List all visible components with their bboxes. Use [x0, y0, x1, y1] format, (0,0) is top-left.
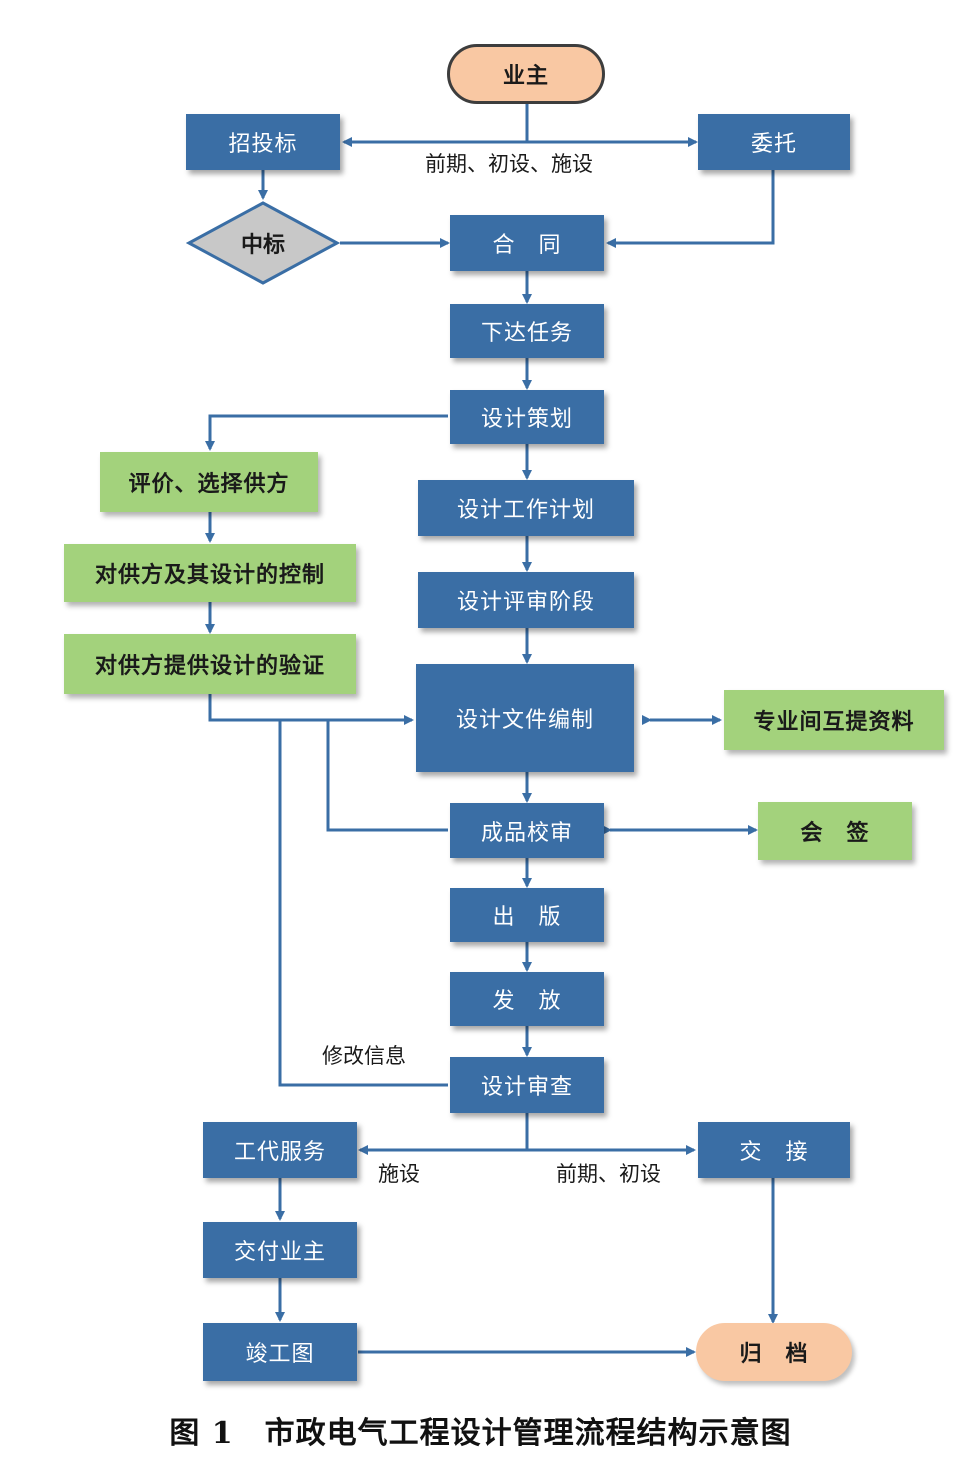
node-as-built-label: 竣工图 — [245, 1342, 315, 1367]
node-supplier-verify: 对供方提供设计的验证 — [64, 634, 356, 694]
node-contract: 合 同 — [450, 215, 604, 271]
node-handover-label: 交 接 — [739, 1140, 809, 1165]
edge-entrust-contract — [606, 170, 775, 248]
node-design-planning-label: 设计策划 — [480, 407, 573, 432]
node-countersign-label: 会 签 — [800, 821, 870, 846]
edge-planning-supplier — [205, 414, 448, 451]
node-site-service: 工代服务 — [203, 1122, 357, 1178]
node-supplier-control: 对供方及其设计的控制 — [64, 544, 356, 602]
node-supplier-verify-label: 对供方提供设计的验证 — [94, 654, 325, 679]
node-product-check-label: 成品校审 — [480, 820, 573, 846]
edge-modify-loop — [278, 720, 448, 1087]
node-publish: 出 版 — [450, 888, 604, 942]
node-contract-label: 合 同 — [492, 233, 562, 258]
node-bidding-label: 招投标 — [228, 132, 298, 157]
node-deliver-owner-label: 交付业主 — [233, 1240, 326, 1265]
node-supplier-eval-label: 评价、选择供方 — [128, 472, 290, 497]
edge-label-phases-top: 前期、初设、施设 — [425, 152, 593, 176]
node-deliver-owner: 交付业主 — [203, 1222, 357, 1278]
node-supplier-eval: 评价、选择供方 — [100, 452, 318, 512]
node-site-service-label: 工代服务 — [233, 1140, 326, 1165]
node-countersign: 会 签 — [758, 802, 912, 860]
node-work-plan: 设计工作计划 — [418, 480, 634, 536]
node-review-stage: 设计评审阶段 — [418, 572, 634, 628]
node-design-review: 设计审查 — [450, 1057, 604, 1113]
node-entrust-label: 委托 — [750, 132, 797, 157]
node-entrust: 委托 — [698, 114, 850, 170]
node-as-built: 竣工图 — [203, 1323, 357, 1381]
node-design-planning: 设计策划 — [450, 390, 604, 444]
edge-label-phases-bottom: 前期、初设 — [556, 1162, 661, 1186]
node-win-bid: 中标 — [186, 200, 340, 286]
edge-check-loop — [326, 720, 448, 832]
edge-verify-compile — [208, 694, 414, 725]
node-issue: 发 放 — [450, 972, 604, 1026]
node-work-plan-label: 设计工作计划 — [456, 498, 595, 523]
edge-label-construction: 施设 — [378, 1162, 420, 1186]
node-archive: 归 档 — [696, 1323, 852, 1381]
node-handover: 交 接 — [698, 1122, 850, 1178]
node-bidding: 招投标 — [186, 114, 340, 170]
node-issue-label: 发 放 — [492, 989, 562, 1014]
node-assign-task-label: 下达任务 — [480, 321, 573, 346]
edge-label-modify-info: 修改信息 — [322, 1044, 406, 1068]
node-doc-compile-label: 设计文件编制 — [455, 708, 594, 733]
node-product-check: 成品校审 — [450, 803, 604, 858]
node-win-bid-label: 中标 — [240, 233, 285, 258]
node-data-exchange-label: 专业间互提资料 — [753, 710, 915, 735]
diamond-shape — [186, 201, 340, 285]
node-review-stage-label: 设计评审阶段 — [456, 590, 595, 615]
node-data-exchange: 专业间互提资料 — [724, 690, 944, 750]
node-owner-label: 业主 — [502, 64, 549, 89]
node-archive-label: 归 档 — [739, 1342, 809, 1367]
node-assign-task: 下达任务 — [450, 304, 604, 358]
node-supplier-control-label: 对供方及其设计的控制 — [94, 563, 325, 588]
node-design-review-label: 设计审查 — [480, 1075, 573, 1100]
node-publish-label: 出 版 — [492, 905, 562, 930]
node-doc-compile: 设计文件编制 — [416, 664, 634, 772]
node-owner: 业主 — [447, 44, 605, 104]
figure-caption: 图 1 市政电气工程设计管理流程结构示意图 — [169, 1416, 792, 1451]
